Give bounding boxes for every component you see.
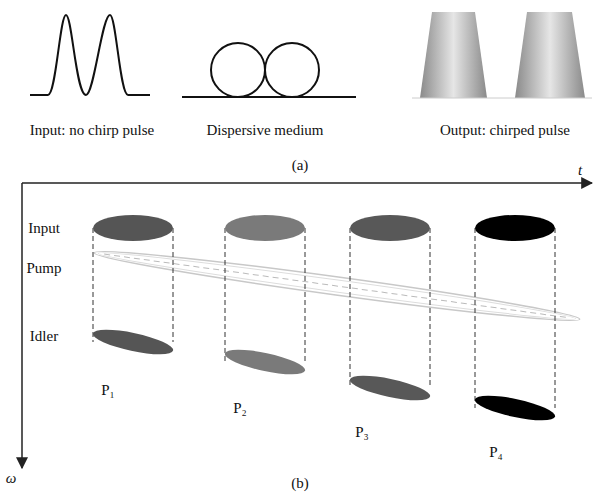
frequency-axis <box>21 183 23 468</box>
axis-label: ω <box>6 470 17 487</box>
row-label: Input <box>28 220 60 237</box>
pump-pulse <box>93 244 581 328</box>
input-pulses <box>30 15 150 95</box>
chirped-pulse <box>420 12 487 98</box>
pulse-label: P₂ <box>233 400 247 417</box>
fiber-coil <box>211 43 265 97</box>
time-axis <box>22 182 592 184</box>
pulse-label: P₁ <box>101 382 115 399</box>
fiber-line <box>182 96 356 98</box>
fiber-coil <box>265 43 319 97</box>
pulse-label: P₄ <box>489 444 503 461</box>
panel-label: (b) <box>291 475 309 492</box>
caption-label: Dispersive medium <box>206 122 323 139</box>
panel-label: (a) <box>292 157 309 174</box>
pulse-cylinder <box>473 215 557 425</box>
axis-label: t <box>578 162 582 179</box>
caption-label: Output: chirped pulse <box>440 122 570 139</box>
caption-label: Input: no chirp pulse <box>30 122 155 139</box>
row-label: Idler <box>30 328 58 345</box>
baseline <box>412 98 592 99</box>
pulse-label: P₃ <box>355 424 369 441</box>
row-label: Pump <box>26 260 61 277</box>
pulse-cylinder <box>91 215 175 359</box>
pulse-cylinder <box>348 215 432 405</box>
pulse-cylinder <box>223 215 307 379</box>
chirped-pulse <box>515 12 585 98</box>
